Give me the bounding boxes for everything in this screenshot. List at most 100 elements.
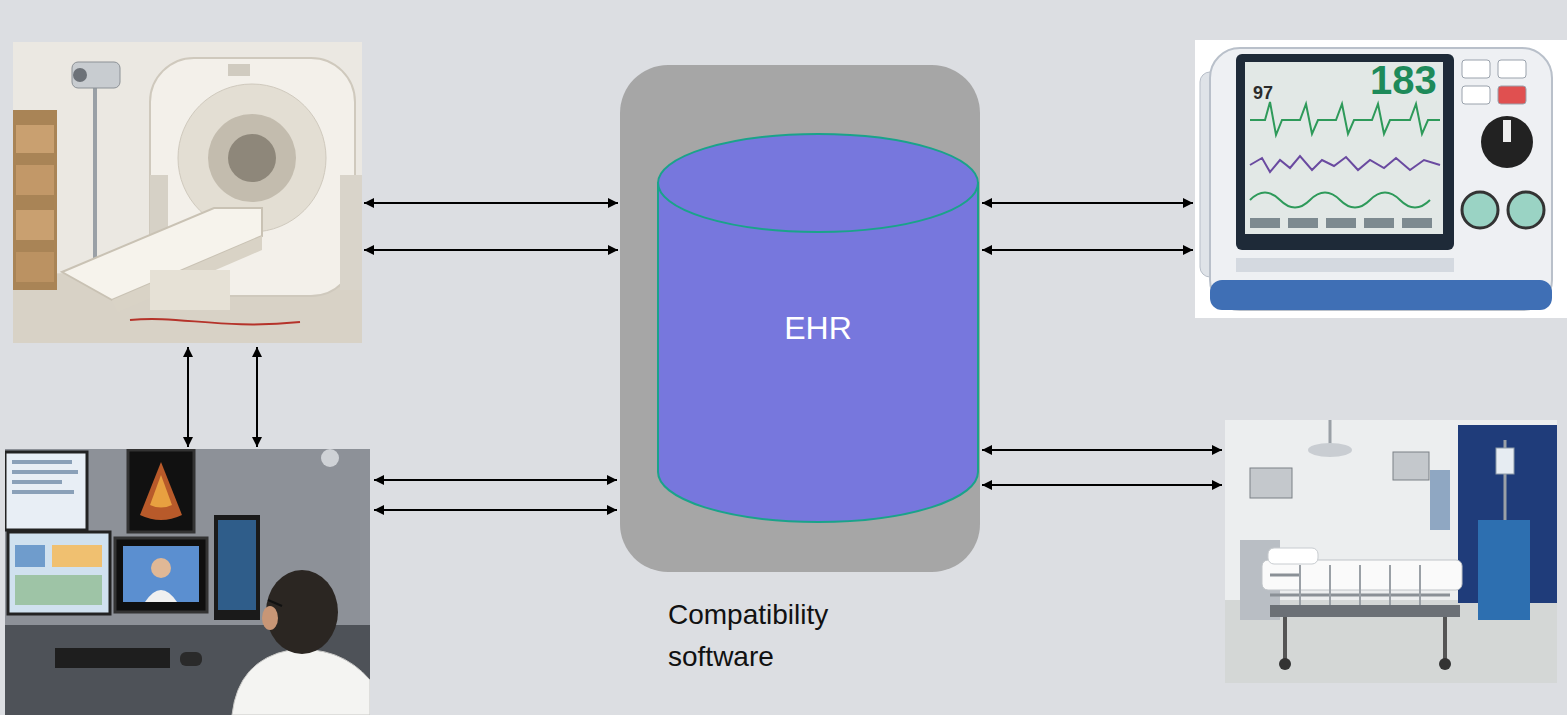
- double-arrow-part: [364, 249, 618, 251]
- patient-monitor-photo-part: [1364, 218, 1394, 228]
- workstation-photo-part: [8, 532, 110, 614]
- hospital-bed-photo-part: [1283, 617, 1287, 660]
- patient-monitor-photo-part: [1210, 280, 1552, 310]
- workstation-photo-part: [321, 449, 339, 467]
- workstation-photo-part: [12, 460, 72, 464]
- software-container: Compatibility softwareEHR: [620, 65, 980, 572]
- workstation-photo-part: [52, 545, 102, 567]
- patient-monitor-photo-part: [1250, 102, 1440, 135]
- patient-monitor-photo-part: [1288, 218, 1318, 228]
- cylinder-body: [658, 183, 978, 522]
- patient-monitor-photo-part: [1462, 192, 1498, 228]
- workstation-photo-part: [5, 452, 87, 530]
- mri-scanner-photo: [13, 42, 362, 343]
- mri-scanner-photo-part: [130, 319, 300, 324]
- patient-monitor-photo-part: [1481, 116, 1533, 168]
- workstation-photo-part: [140, 462, 182, 520]
- mri-scanner-photo-part: [16, 210, 54, 240]
- hospital-bed-photo-part: [1268, 548, 1318, 564]
- workstation-photo-part: [150, 475, 172, 508]
- workstation-photo-part: [15, 545, 45, 567]
- hospital-bed-photo-part: [1443, 617, 1447, 660]
- hospital-bed-photo-part: [1478, 520, 1530, 620]
- mri-scanner-photo-part: [16, 125, 54, 153]
- double-arrow-part: [364, 202, 618, 204]
- workstation-photo-part: [115, 538, 207, 612]
- hospital-bed-photo-part: [1496, 448, 1514, 474]
- patient-monitor-photo-part: [1250, 156, 1440, 172]
- hospital-bed-photo-part: [1279, 658, 1291, 670]
- mri-scanner-photo-part: [93, 75, 97, 270]
- patient-monitor-photo-part: [1210, 48, 1552, 310]
- monitor-reading: 183: [1370, 60, 1437, 100]
- double-arrow-part: [982, 449, 1222, 451]
- double-arrow-part: [187, 347, 189, 447]
- patient-monitor-photo-part: [1250, 218, 1280, 228]
- mri-scanner-photo-part: [340, 175, 362, 290]
- cylinder-top: [658, 134, 978, 232]
- patient-monitor-photo-part: [1326, 218, 1356, 228]
- workstation-photo-part: [5, 449, 370, 715]
- workstation-photo-part: [12, 470, 78, 474]
- workstation-photo-part: [180, 652, 202, 666]
- patient-monitor-photo-part: [1498, 86, 1526, 104]
- mri-scanner-photo-part: [112, 236, 262, 312]
- double-arrow-part: [256, 347, 258, 447]
- container-caption: Compatibility software: [668, 594, 908, 678]
- workstation-photo-part: [15, 575, 102, 605]
- mri-scanner-photo-part: [228, 64, 250, 76]
- workstation-photo-part: [218, 520, 256, 610]
- patient-monitor-photo-part: [1195, 40, 1567, 318]
- workstation-photo: [5, 449, 370, 715]
- workstation-photo-part: [145, 590, 177, 602]
- workstation-photo-part: [268, 600, 282, 606]
- double-arrow-part: [982, 202, 1193, 204]
- hospital-bed-photo-part: [1308, 443, 1352, 457]
- patient-monitor-photo-part: [1236, 258, 1454, 272]
- mri-scanner-photo-part: [228, 134, 276, 182]
- workstation-photo-part: [12, 490, 74, 494]
- patient-monitor-photo: [1195, 40, 1567, 318]
- double-arrow-part: [374, 509, 617, 511]
- mri-scanner-photo-part: [150, 270, 230, 310]
- patient-monitor-photo-part: [1250, 193, 1430, 208]
- mri-scanner-photo-part: [16, 252, 54, 282]
- workstation-photo-part: [12, 480, 62, 484]
- workstation-photo-part: [151, 558, 171, 578]
- patient-monitor-photo-part: [1508, 192, 1544, 228]
- hospital-bed-photo-part: [1393, 452, 1429, 480]
- mri-scanner-photo-part: [150, 175, 168, 235]
- mri-scanner-photo-part: [208, 114, 296, 202]
- monitor-reading: 97: [1253, 84, 1273, 102]
- hospital-bed-photo-part: [1439, 658, 1451, 670]
- hospital-bed-photo: [1225, 420, 1557, 683]
- hospital-bed-photo-part: [1225, 420, 1557, 683]
- workstation-photo-part: [262, 606, 278, 630]
- patient-monitor-photo-part: [1462, 60, 1490, 78]
- patient-monitor-photo-part: [1236, 54, 1454, 250]
- hospital-bed-photo-part: [1270, 605, 1460, 617]
- double-arrow-part: [982, 484, 1222, 486]
- database-label: EHR: [657, 308, 979, 346]
- workstation-photo-part: [123, 546, 199, 602]
- patient-monitor-photo-part: [1402, 218, 1432, 228]
- mri-scanner-photo-part: [73, 68, 87, 82]
- mri-scanner-photo-part: [13, 110, 57, 290]
- patient-monitor-photo-part: [1462, 86, 1490, 104]
- hospital-bed-photo-part: [1329, 420, 1332, 445]
- double-arrow-part: [374, 479, 617, 481]
- patient-monitor-photo-part: [1503, 120, 1511, 142]
- mri-scanner-photo-part: [16, 165, 54, 195]
- database-cylinder: EHR: [657, 133, 979, 522]
- mri-scanner-photo-part: [13, 42, 362, 343]
- patient-monitor-photo-part: [1498, 60, 1526, 78]
- workstation-photo-part: [214, 515, 260, 620]
- workstation-photo-part: [232, 649, 370, 715]
- hospital-bed-photo-part: [1430, 470, 1450, 530]
- hospital-bed-photo-part: [1250, 468, 1292, 498]
- mri-scanner-photo-part: [72, 62, 120, 88]
- workstation-photo-part: [128, 450, 194, 532]
- workstation-photo-part: [55, 648, 170, 668]
- hospital-bed-photo-part: [1300, 565, 1420, 605]
